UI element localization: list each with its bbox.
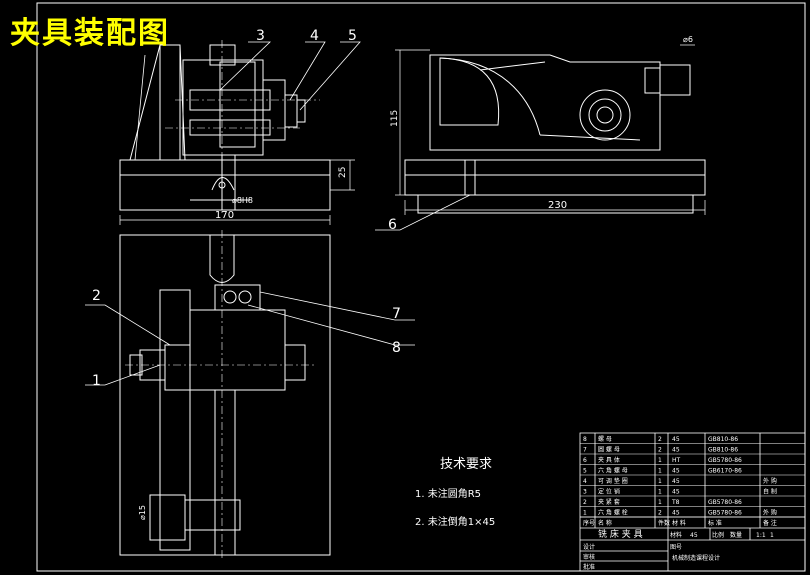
tech-req-item-2: 2. 未注倒角1×45	[415, 515, 495, 528]
bom-header-cell: 件数	[658, 519, 670, 527]
tb-school: 机械制造课程设计	[672, 554, 720, 562]
bom-cell: 1	[658, 478, 662, 485]
tb-sheet-label: 图号	[670, 544, 682, 551]
bom-cell: 1	[658, 457, 662, 464]
dim-side-height: 115	[390, 110, 400, 127]
callout-7: 7	[392, 306, 401, 322]
bom-cell: 3	[583, 489, 587, 496]
bom-cell: 45	[672, 436, 680, 443]
bom-header-cell: 序号	[583, 519, 595, 527]
bom-cell: 2	[658, 447, 662, 454]
bom-header-cell: 标 准	[708, 519, 722, 527]
bom-cell: 可 调 垫 圈	[598, 477, 628, 485]
callout-3: 3	[256, 28, 265, 44]
bom-cell: 圆 螺 母	[598, 446, 620, 454]
tb-check-label: 审核	[583, 553, 595, 561]
dim-side-small: ⌀6	[683, 35, 693, 44]
drawing-title: 夹具装配图	[10, 16, 170, 51]
front-centerlines	[165, 40, 320, 215]
bom-cell: 自 制	[763, 488, 777, 496]
side-dimensions	[395, 44, 706, 215]
dim-front-height: 25	[338, 167, 348, 178]
tech-req-item-1: 1. 未注圆角R5	[415, 487, 481, 500]
bom-cell: 45	[672, 489, 680, 496]
tb-approve-label: 批准	[583, 563, 595, 571]
drawing-frame	[36, 2, 806, 572]
leader-lines	[85, 41, 471, 386]
bom-cell: GB5780-86	[708, 510, 742, 517]
bom-cell: 6	[583, 457, 587, 464]
bom-cell: T8	[671, 499, 680, 506]
bom-cell: 夹 具 体	[598, 456, 620, 464]
bom-header-cell: 材 料	[672, 519, 686, 527]
bom-cell: 2	[658, 436, 662, 443]
tb-part-name: 铣 床 夹 具	[598, 528, 643, 540]
bom-cell: HT	[672, 457, 681, 464]
bom-cell: 45	[672, 447, 680, 454]
tb-qty-label: 数量	[730, 531, 742, 539]
dim-side-width: 230	[548, 200, 567, 211]
bom-header-cell: 备 注	[763, 519, 777, 527]
bom-cell: 1	[658, 499, 662, 506]
bom-cell: 六 角 螺 母	[598, 467, 628, 475]
bom-row-lines	[580, 443, 805, 518]
bom-cell: 45	[672, 510, 680, 517]
tb-scale-label: 比例	[712, 531, 724, 539]
bom-cell: 45	[672, 478, 680, 485]
bom-cell: GB810-86	[708, 447, 738, 454]
tb-material: 45	[690, 532, 698, 539]
callout-6: 6	[388, 217, 397, 233]
callout-4: 4	[310, 28, 319, 44]
bom-cell: 六 角 螺 栓	[598, 509, 628, 517]
tb-material-label: 材料	[670, 531, 682, 539]
callout-1: 1	[92, 373, 101, 389]
bom-cell: 螺 母	[598, 435, 612, 443]
bom-cell: 2	[583, 499, 587, 506]
plan-view	[119, 234, 331, 556]
dim-hole: ⌀8H8	[232, 196, 253, 205]
side-view	[404, 54, 706, 214]
bom-cell: 1	[658, 468, 662, 475]
tb-scale: 1:1	[756, 532, 766, 539]
bom-cell: 外 购	[763, 477, 777, 485]
bom-cell: GB810-86	[708, 436, 738, 443]
tb-qty: 1	[770, 532, 774, 539]
plan-centerlines	[125, 230, 315, 560]
bom-cell: 4	[583, 478, 587, 485]
bom-cell: 定 位 销	[598, 488, 620, 496]
tech-req-heading: 技术要求	[440, 457, 492, 472]
bom-cell: 8	[583, 436, 587, 443]
bom-cell: 1	[583, 510, 587, 517]
bom-header-cell: 名 称	[598, 519, 612, 527]
title-block	[579, 432, 806, 572]
callout-5: 5	[348, 28, 357, 44]
bom-cell: GB6170-86	[708, 468, 742, 475]
bom-cell: GB5780-86	[708, 499, 742, 506]
callout-2: 2	[92, 288, 101, 304]
bom-cell: 7	[583, 447, 587, 454]
bom-cell: 45	[672, 468, 680, 475]
dim-front-width: 170	[215, 210, 234, 221]
bom-cell: 1	[658, 489, 662, 496]
bom-cell: 5	[583, 468, 587, 475]
tb-design-label: 设计	[583, 543, 595, 551]
bom-cell: 外 购	[763, 509, 777, 517]
bom-cell: 夹 紧 套	[598, 498, 620, 506]
callout-8: 8	[392, 340, 401, 356]
front-dimensions	[119, 159, 355, 225]
dim-plan-small: ⌀15	[138, 505, 147, 520]
bom-cell: GB5780-86	[708, 457, 742, 464]
bom-cell: 2	[658, 510, 662, 517]
